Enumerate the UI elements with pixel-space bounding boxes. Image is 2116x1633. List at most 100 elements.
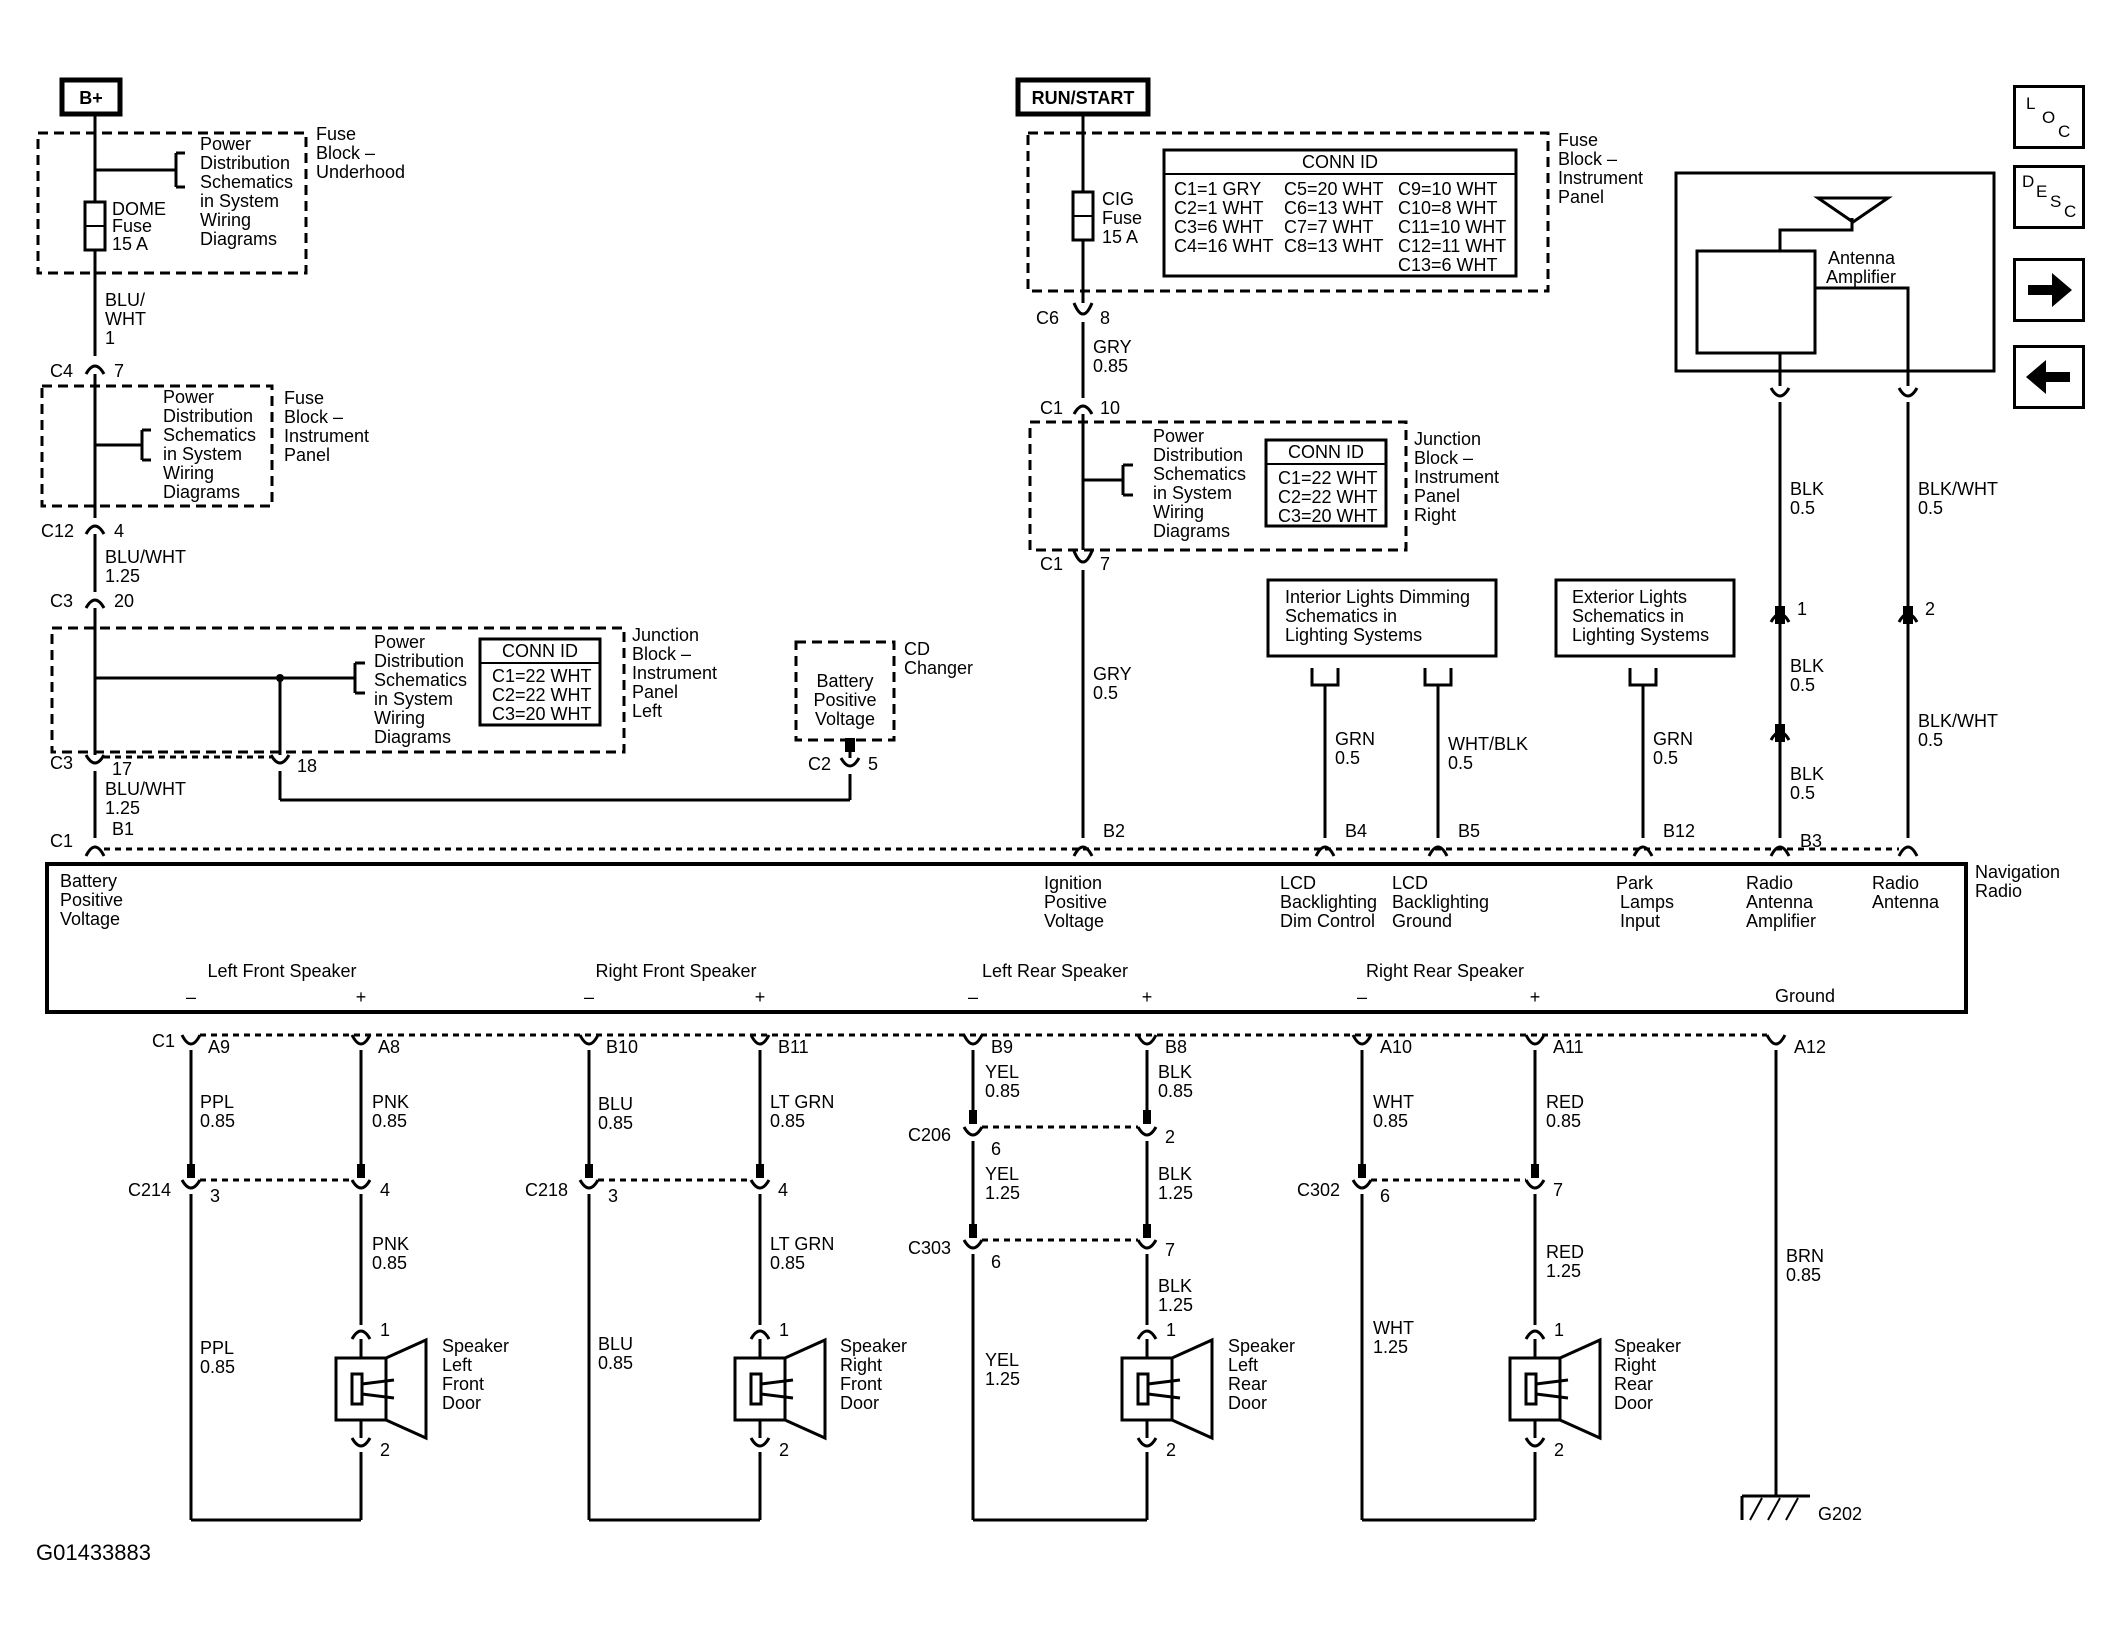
jb-right-ref: Power Distribution Schematics in System …	[1153, 426, 1246, 541]
svg-text:Wiring: Wiring	[200, 210, 251, 230]
svg-text:Panel: Panel	[632, 682, 678, 702]
lr-spk-pin1: 1	[1166, 1320, 1176, 1340]
lf-minus-wire2-b: 0.85	[200, 1357, 235, 1377]
c1-cig-label: C1	[1040, 398, 1063, 418]
svg-text:Distribution: Distribution	[1153, 445, 1243, 465]
wire-grn-05-b: GRN	[1653, 729, 1693, 749]
svg-text:A12: A12	[1794, 1037, 1826, 1057]
svg-text:C9=10 WHT: C9=10 WHT	[1398, 179, 1498, 199]
svg-text:Fuse: Fuse	[1558, 130, 1598, 150]
lf-plus-wire2-b: 0.85	[372, 1253, 407, 1273]
cig-block-label: Fuse Block – Instrument Panel	[1558, 130, 1643, 207]
svg-text:+: +	[1530, 987, 1541, 1007]
svg-text:Junction: Junction	[632, 625, 699, 645]
c1-jbr-label: C1	[1040, 554, 1063, 574]
svg-text:–: –	[968, 987, 978, 1007]
svg-text:Power: Power	[1153, 426, 1204, 446]
desc-letter-e: E	[2036, 182, 2048, 201]
c303-label: C303	[908, 1238, 951, 1258]
rr-plus-wire: RED	[1546, 1092, 1584, 1112]
wire-grn-05-a-b: 0.5	[1335, 748, 1360, 768]
svg-text:Panel: Panel	[1414, 486, 1460, 506]
ant-pin1: 1	[1797, 599, 1807, 619]
c218-pin-minus: 3	[608, 1186, 618, 1206]
svg-text:Amplifier: Amplifier	[1826, 267, 1896, 287]
wire-blu-wht-125b-b: 1.25	[105, 798, 140, 818]
c6-connector	[1072, 302, 1094, 316]
svg-text:Schematics: Schematics	[163, 425, 256, 445]
radio-label-lcd-dim: LCD Backlighting Dim Control	[1280, 873, 1377, 931]
svg-text:in System: in System	[163, 444, 242, 464]
svg-text:Amplifier: Amplifier	[1746, 911, 1816, 931]
lr-minus-mid-b: 1.25	[985, 1183, 1020, 1203]
antenna-icon	[1813, 196, 1893, 224]
svg-text:A9: A9	[208, 1037, 230, 1057]
wire-blkwht-05-a-b: 0.5	[1918, 498, 1943, 518]
c1-bottom-label: C1	[152, 1031, 175, 1051]
svg-text:–: –	[1357, 987, 1367, 1007]
svg-text:Lamps: Lamps	[1620, 892, 1674, 912]
svg-text:Speaker: Speaker	[442, 1336, 509, 1356]
svg-text:C12=11 WHT: C12=11 WHT	[1398, 236, 1506, 256]
rr-speaker-label: Speaker Right Rear Door	[1614, 1336, 1681, 1413]
svg-text:Door: Door	[1614, 1393, 1653, 1413]
svg-text:Instrument: Instrument	[1414, 467, 1499, 487]
back-button[interactable]	[2013, 345, 2085, 409]
svg-text:Instrument: Instrument	[632, 663, 717, 683]
svg-text:Power: Power	[163, 387, 214, 407]
c12-pin: 4	[114, 521, 124, 541]
lf-spk-pin2: 2	[380, 1440, 390, 1460]
rr-minus-wire2: WHT	[1373, 1318, 1414, 1338]
svg-text:B8: B8	[1165, 1037, 1187, 1057]
svg-text:–: –	[584, 987, 594, 1007]
ground-wire-b: 0.85	[1786, 1265, 1821, 1285]
navigation-radio	[45, 862, 1968, 1014]
svg-text:C1=1 GRY: C1=1 GRY	[1174, 179, 1261, 199]
desc-button[interactable]: D E S C	[2013, 165, 2085, 229]
svg-text:Block –: Block –	[284, 407, 343, 427]
svg-text:Panel: Panel	[1558, 187, 1604, 207]
antenna-amplifier-module	[1695, 249, 1817, 355]
dome-fuse-name: DOME	[112, 199, 166, 219]
svg-text:in System: in System	[200, 191, 279, 211]
jb-right-conn-3: C3=20 WHT	[1278, 506, 1378, 526]
dome-fuse-word: Fuse	[112, 216, 152, 236]
b3-label: B3	[1800, 831, 1822, 851]
jb-left-conn-2: C2=22 WHT	[492, 685, 592, 705]
c12-connector	[84, 524, 106, 535]
c4-pin: 7	[114, 361, 124, 381]
dome-fuse-rating: 15 A	[112, 234, 148, 254]
svg-text:Right: Right	[1414, 505, 1456, 525]
rf-speaker-label: Speaker Right Front Door	[840, 1336, 907, 1413]
c218-minus	[578, 1179, 600, 1190]
jb-left-conn-title: CONN ID	[502, 641, 578, 661]
b1-label: B1	[112, 819, 134, 839]
c206-label: C206	[908, 1125, 951, 1145]
loc-button[interactable]: L O C	[2013, 85, 2085, 149]
runstart-label: RUN/START	[1032, 88, 1135, 108]
svg-text:C2=1 WHT: C2=1 WHT	[1174, 198, 1264, 218]
c302-label: C302	[1297, 1180, 1340, 1200]
lf-minus-wire: PPL	[200, 1092, 234, 1112]
c218-pin-plus: 4	[778, 1180, 788, 1200]
svg-text:Lighting Systems: Lighting Systems	[1285, 625, 1422, 645]
c214-pin-minus: 3	[210, 1186, 220, 1206]
c218-plus	[749, 1179, 771, 1190]
jb-left-conn-1: C1=22 WHT	[492, 666, 592, 686]
c1-jbr-connector	[1072, 550, 1094, 564]
c206-plus	[1136, 1126, 1158, 1137]
svg-text:C8=13 WHT: C8=13 WHT	[1284, 236, 1384, 256]
c218-label: C218	[525, 1180, 568, 1200]
svg-text:Fuse: Fuse	[284, 388, 324, 408]
svg-text:C11=10 WHT: C11=10 WHT	[1398, 217, 1506, 237]
svg-text:Positive: Positive	[813, 690, 876, 710]
speaker-label-rr: Right Rear Speaker	[1366, 961, 1524, 981]
dome-block-label: Fuse Block – Underhood	[316, 124, 405, 182]
c1-cig-pin: 10	[1100, 398, 1120, 418]
speaker-label-lr: Left Rear Speaker	[982, 961, 1128, 981]
svg-text:Door: Door	[1228, 1393, 1267, 1413]
lf-plus-wire: PNK	[372, 1092, 409, 1112]
fuse-block-ip-cig	[1026, 131, 1550, 293]
cig-fuse-rating: 15 A	[1102, 227, 1138, 247]
next-button[interactable]	[2013, 258, 2085, 322]
